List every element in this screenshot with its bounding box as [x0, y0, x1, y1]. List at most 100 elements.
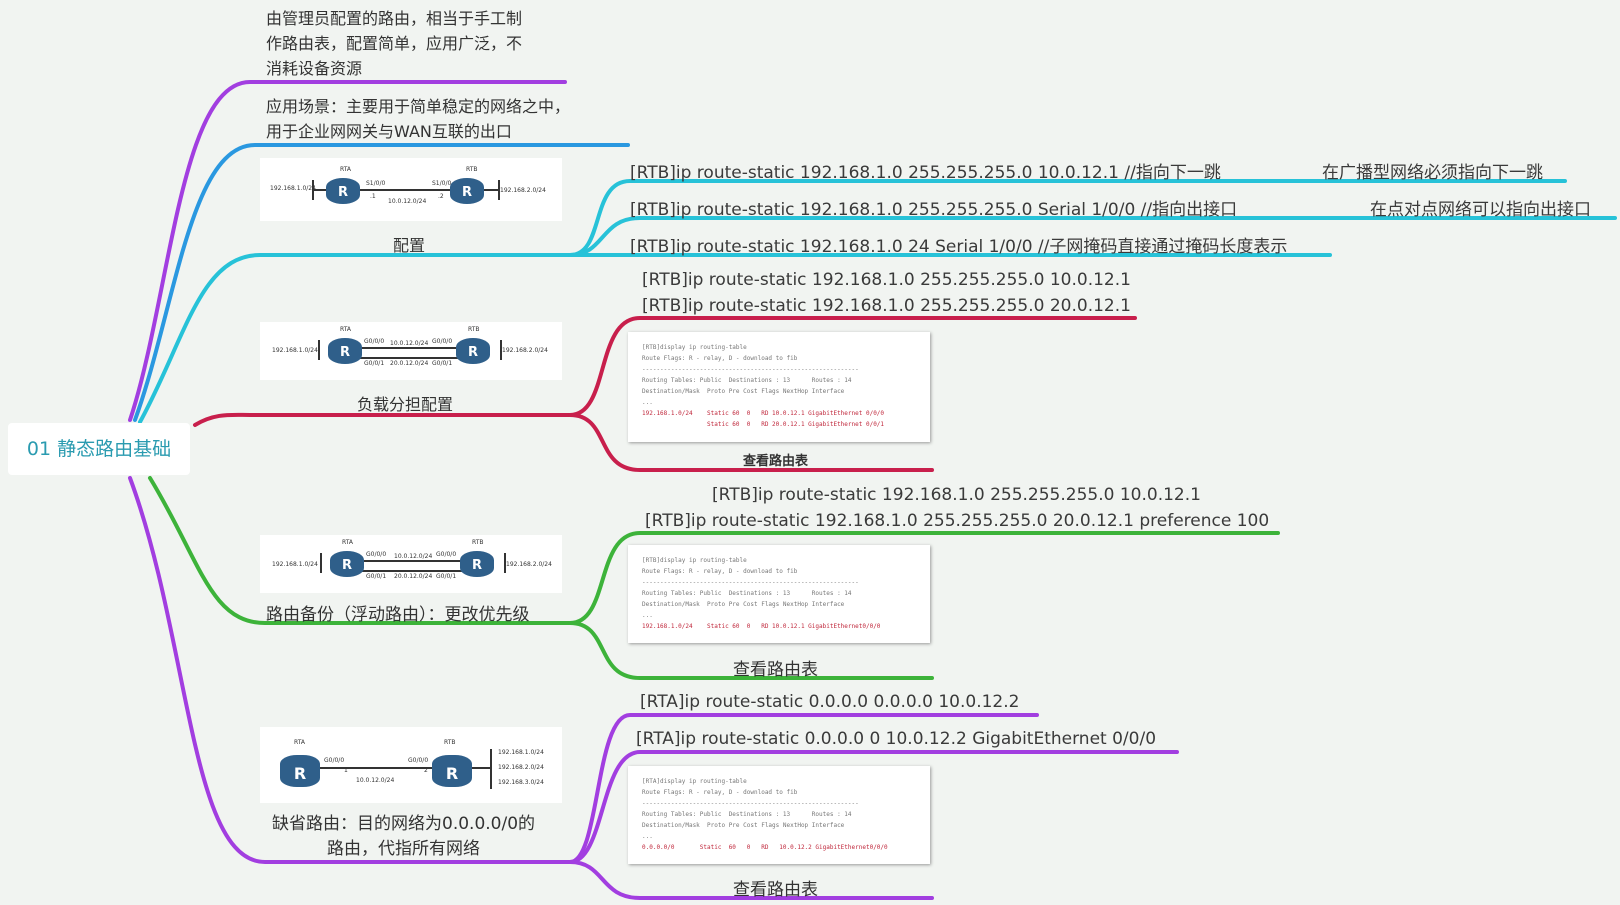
load-cmd[interactable]: [RTB]ip route-static 192.168.1.0 255.255… [642, 296, 1131, 316]
link-label: 20.0.12.0/24 [394, 573, 433, 580]
network-bar [318, 340, 320, 360]
table-line: ... [642, 833, 653, 840]
config-cmd[interactable]: [RTB]ip route-static 192.168.1.0 255.255… [630, 200, 1238, 220]
router-icon: R [450, 178, 484, 204]
scene-line: 应用场景：主要用于简单稳定的网络之中， [266, 97, 571, 116]
link-label: 10.0.12.0/24 [394, 553, 433, 560]
load-node[interactable]: 负载分担配置 [357, 395, 454, 414]
network-label: 192.168.2.0/24 [506, 561, 552, 568]
link [350, 357, 470, 359]
table-line: [RTB]display ip routing-table [642, 557, 747, 564]
network-label: 192.168.2.0/24 [498, 764, 544, 771]
link-label: 10.0.12.0/24 [356, 777, 395, 784]
config-node[interactable]: 配置 [393, 236, 426, 255]
link [352, 570, 476, 572]
interface-label: G0/0/0 [366, 551, 387, 558]
intro-line: 作路由表，配置简单，应用广泛，不 [266, 34, 523, 53]
scene-line: 用于企业网网关与WAN互联的出口 [266, 122, 512, 141]
table-line: Route Flags: R - relay, D - download to … [642, 789, 798, 796]
backup-cmd[interactable]: [RTB]ip route-static 192.168.1.0 255.255… [712, 485, 1201, 505]
rta-label: RTA [294, 739, 306, 746]
table-line: Routing Tables: Public Destinations : 13… [642, 811, 852, 818]
router-icon: R [328, 338, 362, 364]
table-line: Route Flags: R - relay, D - download to … [642, 355, 798, 362]
intro-line: 由管理员配置的路由，相当于手工制 [266, 9, 523, 28]
load-cmd[interactable]: [RTB]ip route-static 192.168.1.0 255.255… [642, 270, 1131, 290]
router-icon: R [326, 178, 360, 204]
network-bar [498, 180, 500, 200]
network-bar [500, 340, 502, 360]
default-node[interactable]: 缺省路由：目的网络为0.0.0.0/0的 路由，代指所有网络 [272, 812, 535, 862]
interface-label: S1/0/0 [366, 180, 386, 187]
table-route-line: Static 60 0 RD 20.0.12.1 GigabitEthernet… [642, 421, 885, 428]
intro-line: 消耗设备资源 [266, 59, 363, 78]
router-icon: R [432, 755, 472, 787]
interface-label: G0/0/1 [432, 360, 453, 367]
table-line: ----------------------------------------… [642, 579, 859, 586]
default-topology-image: RTA RTB G0/0/0 G0/0/0 10.0.12.0/24 1 2 1… [260, 727, 562, 803]
rta-label: RTA [340, 326, 352, 333]
load-caption[interactable]: 查看路由表 [743, 454, 809, 469]
backup-topology-image: RTA RTB 192.168.1.0/24 192.168.2.0/24 G0… [260, 535, 562, 593]
branch-default-line [128, 476, 1179, 900]
interface-label: G0/0/1 [366, 573, 387, 580]
config-topology-image: RTA RTB 192.168.1.0/24 192.168.2.0/24 S1… [260, 158, 562, 221]
network-label: 192.168.3.0/24 [498, 779, 544, 786]
ip-suffix: .2 [438, 193, 444, 200]
branch-scene-line [133, 143, 630, 422]
table-line: [RTA]display ip routing-table [642, 778, 747, 785]
table-line: ----------------------------------------… [642, 800, 859, 807]
table-line: Route Flags: R - relay, D - download to … [642, 568, 798, 575]
rtb-label: RTB [444, 739, 456, 746]
link-label: 10.0.12.0/24 [390, 340, 429, 347]
branch-backup-line [148, 476, 1280, 680]
default-caption[interactable]: 查看路由表 [733, 880, 818, 900]
table-route-line: 192.168.1.0/24 Static 60 0 RD 10.0.12.1 … [642, 410, 885, 417]
config-note[interactable]: 在广播型网络必须指向下一跳 [1322, 163, 1543, 183]
router-icon: R [460, 551, 494, 577]
table-line: ----------------------------------------… [642, 366, 859, 373]
config-cmd[interactable]: [RTB]ip route-static 192.168.1.0 255.255… [630, 163, 1221, 183]
table-line: [RTB]display ip routing-table [642, 344, 747, 351]
config-note[interactable]: 在点对点网络可以指向出接口 [1370, 200, 1591, 220]
interface-label: G0/0/1 [436, 573, 457, 580]
table-line: Destination/Mask Proto Pre Cost Flags Ne… [642, 388, 845, 395]
router-icon: R [330, 551, 364, 577]
table-line: Destination/Mask Proto Pre Cost Flags Ne… [642, 601, 845, 608]
interface-label: G0/0/0 [408, 757, 429, 764]
backup-node[interactable]: 路由备份（浮动路由）：更改优先级 [266, 605, 530, 625]
table-line: Routing Tables: Public Destinations : 13… [642, 590, 852, 597]
table-line: ... [642, 399, 653, 406]
ip-suffix: 1 [344, 767, 348, 774]
default-label-line: 路由，代指所有网络 [327, 839, 481, 859]
root-node[interactable]: 01 静态路由基础 [8, 423, 190, 475]
backup-caption[interactable]: 查看路由表 [733, 660, 818, 680]
branch-intro-line [128, 80, 567, 422]
intro-node[interactable]: 由管理员配置的路由，相当于手工制 作路由表，配置简单，应用广泛，不 消耗设备资源 [266, 6, 522, 81]
link [300, 767, 490, 769]
branch-config-line [138, 179, 1617, 424]
backup-cmd[interactable]: [RTB]ip route-static 192.168.1.0 255.255… [645, 511, 1270, 531]
config-cmd[interactable]: [RTB]ip route-static 192.168.1.0 24 Seri… [630, 237, 1288, 257]
network-bar [320, 553, 322, 573]
table-route-line: 192.168.1.0/24 Static 60 0 RD 10.0.12.1 … [642, 623, 881, 630]
table-line: Destination/Mask Proto Pre Cost Flags Ne… [642, 822, 845, 829]
ip-suffix: .1 [370, 193, 376, 200]
router-icon: R [280, 755, 320, 787]
rtb-label: RTB [466, 166, 478, 173]
rta-label: RTA [340, 166, 352, 173]
scene-node[interactable]: 应用场景：主要用于简单稳定的网络之中， 用于企业网网关与WAN互联的出口 [266, 94, 570, 144]
network-label: 192.168.1.0/24 [272, 561, 318, 568]
rtb-label: RTB [472, 539, 484, 546]
default-cmd[interactable]: [RTA]ip route-static 0.0.0.0 0 10.0.12.2… [636, 729, 1157, 749]
default-cmd[interactable]: [RTA]ip route-static 0.0.0.0 0.0.0.0 10.… [640, 692, 1020, 712]
serial-link [312, 189, 498, 191]
network-label: 192.168.1.0/24 [272, 347, 318, 354]
interface-label: G0/0/0 [324, 757, 345, 764]
interface-label: S1/0/0 [432, 180, 452, 187]
link-label: 10.0.12.0/24 [388, 198, 427, 205]
rta-label: RTA [342, 539, 354, 546]
